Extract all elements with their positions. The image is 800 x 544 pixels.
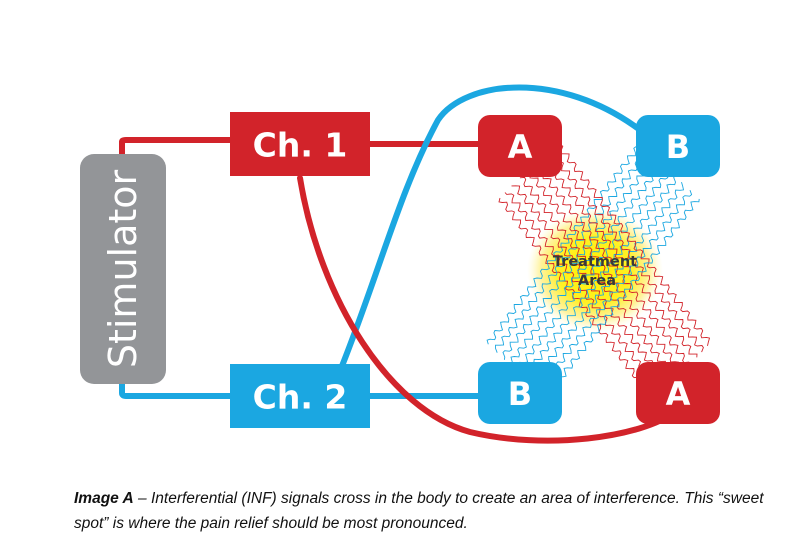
red-signal-wave <box>511 185 667 388</box>
electrode-b-top-pad <box>636 115 720 177</box>
electrode-a-bottom-label: A <box>666 375 691 413</box>
electrode-b-bottom-pad <box>478 362 562 424</box>
electrode-b-bottom-label: B <box>508 375 532 413</box>
electrode-a-top-label: A <box>508 128 533 166</box>
stimulator-box <box>80 154 166 384</box>
caption-lead: Image A <box>74 490 134 507</box>
blue-signal-wave <box>520 175 676 378</box>
channel-1-label: Ch. 1 <box>253 126 348 165</box>
electrode-a-top-pad <box>478 115 562 177</box>
electrode-a-bottom: A <box>636 362 720 424</box>
stimulator-label: Stimulator <box>101 169 145 368</box>
blue-signal-wave <box>495 149 651 353</box>
blue-wire-ch2-to-electrode-b-top <box>339 84 643 369</box>
electrode-a-bottom-pad <box>636 362 720 424</box>
red-signal-wave <box>553 143 711 346</box>
red-wire-ch1-to-electrode-a-bottom <box>297 175 678 444</box>
red-signal-wave <box>547 148 704 353</box>
blue-signal-wave <box>514 169 671 372</box>
blue-signal-wave <box>544 198 700 402</box>
channel-1: Ch. 1 <box>230 112 370 176</box>
red-signal-wave <box>541 154 698 358</box>
red-signal-wave <box>519 176 676 380</box>
blue-signal-wave <box>527 181 685 385</box>
treatment-area-label-line1: Treatment <box>553 254 637 270</box>
blue-signal-wave <box>486 141 644 345</box>
blue-signal-wave <box>502 157 659 360</box>
blue-signal-wave <box>509 163 666 367</box>
wires <box>119 84 678 444</box>
blue-signal-wave <box>535 190 693 394</box>
red-wire-stimulator-to-ch1 <box>119 137 235 163</box>
red-signal-wave <box>504 192 662 396</box>
electrode-b-top: B <box>636 115 720 177</box>
interference-waves <box>486 141 711 402</box>
channel-2-box <box>230 364 370 428</box>
channel-1-box <box>230 112 370 176</box>
interferential-diagram: Stimulator Ch. 1 Ch. 2 A B B A Treatment… <box>80 84 720 444</box>
red-signal-wave <box>535 161 692 364</box>
electrode-b-bottom: B <box>478 362 562 424</box>
figure-caption: Image A – Interferential (INF) signals c… <box>74 486 784 536</box>
channel-2-label: Ch. 2 <box>253 378 348 417</box>
channel-2: Ch. 2 <box>230 364 370 428</box>
treatment-area-label-line2: Area <box>578 273 616 289</box>
electrode-a-top: A <box>478 115 562 177</box>
red-signal-wave <box>498 197 655 402</box>
blue-wire-stimulator-to-ch2 <box>119 375 235 399</box>
electrode-b-top-label: B <box>666 128 690 166</box>
caption-text: – Interferential (INF) signals cross in … <box>74 490 764 532</box>
stimulator: Stimulator <box>80 154 166 384</box>
